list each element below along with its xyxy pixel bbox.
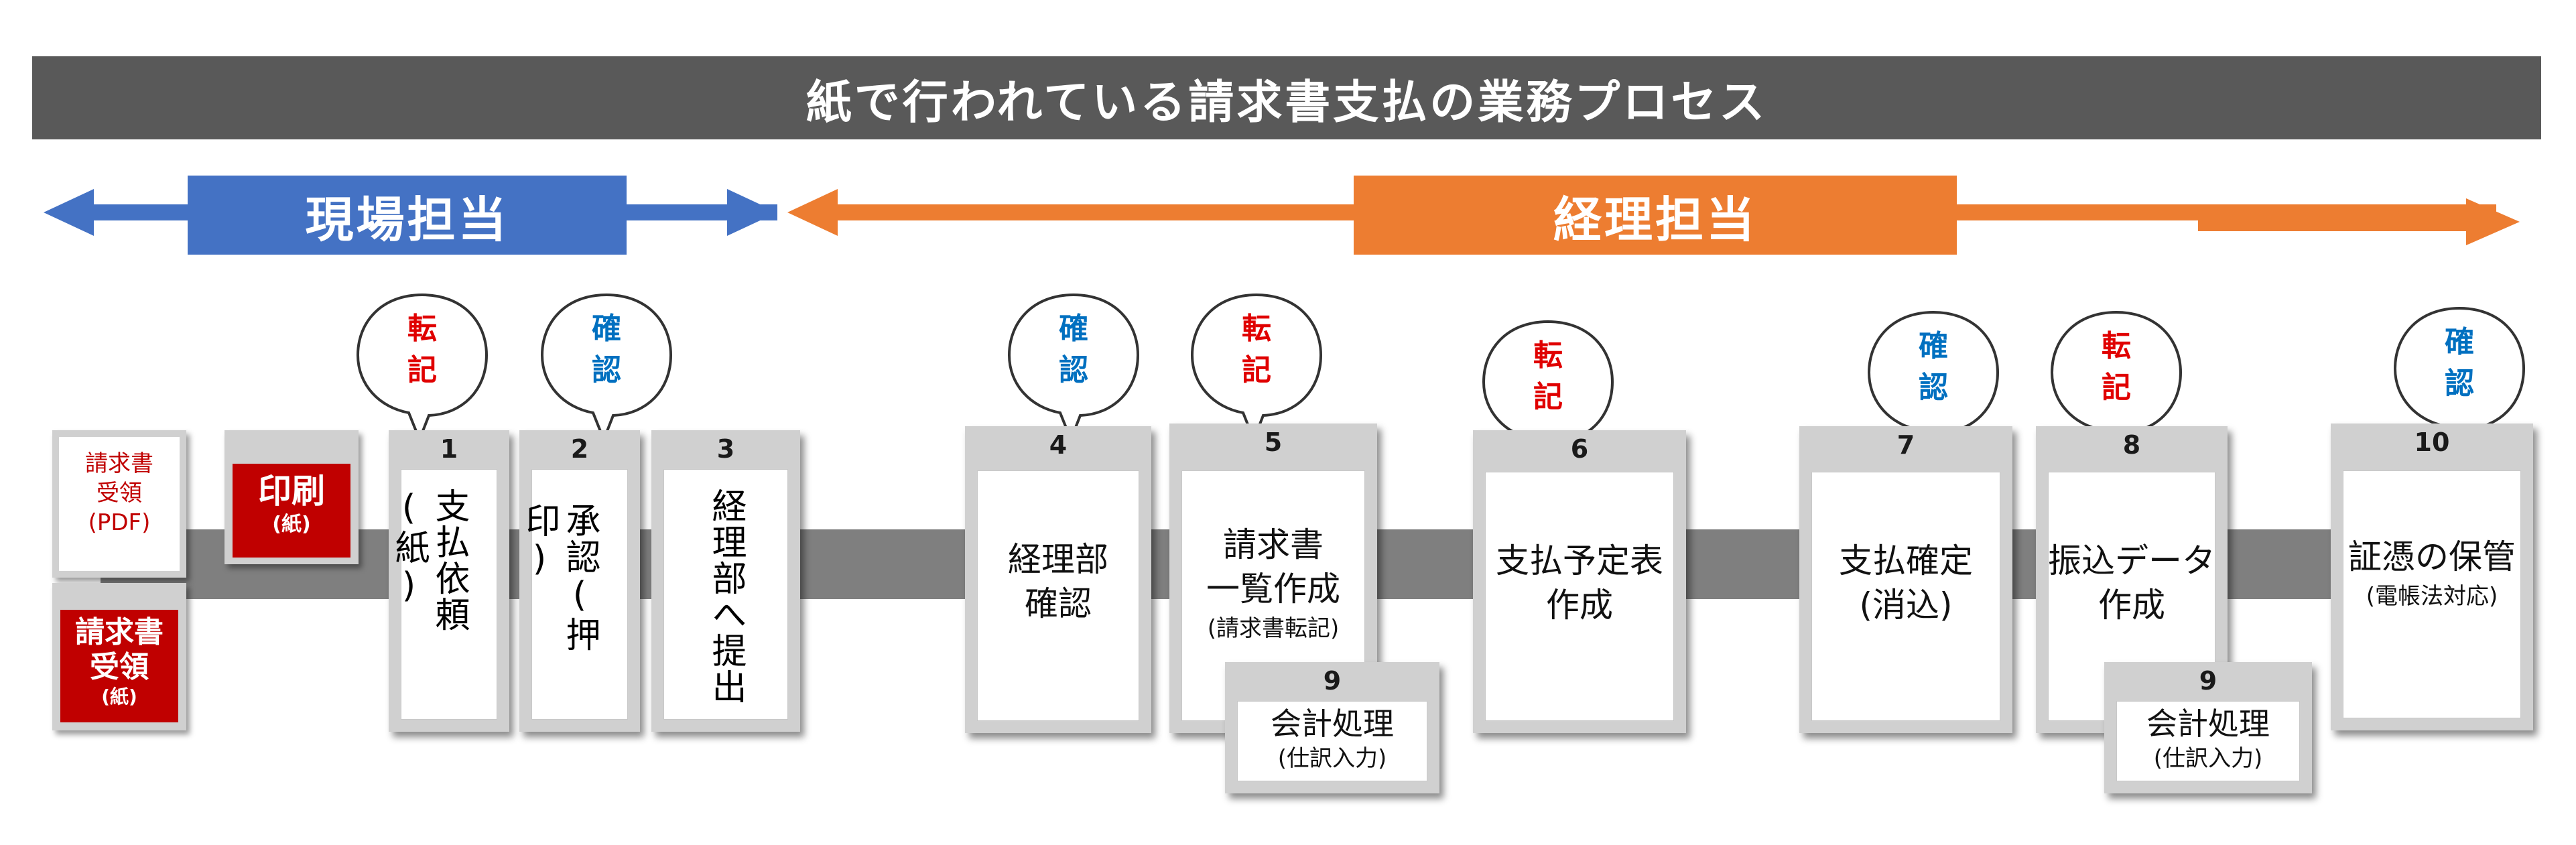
step-4-line1: 経理部: [1008, 540, 1108, 579]
step-6-number: 6: [1570, 434, 1589, 464]
step-7-line1: 支払確定: [1839, 541, 1973, 580]
accounting-arrow-right-head: [2466, 198, 2520, 245]
bubble-char: 認: [2445, 367, 2474, 401]
step-9b-line1: 会計処理: [2146, 706, 2270, 742]
step-3-text: 経理部へ提出: [706, 488, 746, 705]
bubble-char: 認: [1919, 371, 1948, 405]
step-10-sub: (電帳法対応): [2366, 583, 2498, 610]
step-6-line2: 作成: [1546, 586, 1613, 625]
step-9b-card: 9 会計処理 (仕訳入力): [2104, 662, 2312, 793]
step-9a-number: 9: [1323, 666, 1342, 696]
step-8-number: 8: [2122, 430, 2141, 460]
bubble-transcribe-step1: 転記: [355, 289, 489, 444]
step-9a-line1: 会計処理: [1271, 706, 1394, 742]
bubble-char: 確: [2445, 325, 2474, 359]
bubble-char: 記: [2102, 371, 2131, 405]
print-sub: (紙): [272, 513, 311, 536]
step-10-line1: 証憑の保管: [2348, 537, 2516, 576]
step-9a-card: 9 会計処理 (仕訳入力): [1225, 662, 1439, 793]
invoice-pdf-line2: 受領: [96, 480, 142, 507]
step-5-line2: 一覧作成: [1206, 570, 1340, 608]
bubble-char: 認: [1059, 353, 1088, 387]
bubble-confirm-step4: 確認: [1007, 289, 1141, 444]
print-label-box: 印刷 (紙): [233, 464, 350, 558]
invoice-pdf-doc: 請求書 受領 (PDF): [52, 430, 186, 578]
bubble-char: 記: [1242, 353, 1271, 387]
print-doc: 印刷 (紙): [224, 430, 359, 564]
field-arrow-left-head: [44, 189, 94, 236]
print-main: 印刷: [258, 472, 325, 511]
bubble-char: 記: [407, 353, 437, 387]
step-9b-number: 9: [2199, 666, 2217, 696]
invoice-paper-line2: 受領: [90, 650, 149, 684]
bubble-char: 転: [407, 312, 437, 346]
step-2-card: 2 承認(押印): [519, 430, 640, 732]
bubble-char: 確: [1059, 312, 1088, 346]
bubble-char: 確: [592, 312, 621, 346]
bubble-confirm-step7: 確認: [1866, 307, 2000, 461]
step-4-line2: 確認: [1025, 584, 1092, 623]
step-3-number: 3: [716, 434, 735, 464]
role-field-label: 現場担当: [188, 176, 627, 255]
invoice-paper-box: 請求書 受領 (紙): [60, 610, 178, 722]
bubble-confirm-step10: 確認: [2392, 303, 2526, 457]
step-5-sub: (請求書転記): [1207, 615, 1340, 642]
step-9b-sub: (仕訳入力): [2153, 745, 2263, 772]
step-10-card: 10 証憑の保管 (電帳法対応): [2331, 424, 2533, 730]
bubble-confirm-step2: 確認: [539, 289, 673, 444]
step-1-text: 支払依頼(紙): [389, 488, 469, 633]
bubble-char: 転: [1242, 312, 1271, 346]
step-6-line1: 支払予定表: [1496, 541, 1663, 580]
role-accounting-label: 経理担当: [1354, 176, 1957, 255]
step-9a-sub: (仕訳入力): [1277, 745, 1387, 772]
step-2-number: 2: [570, 434, 589, 464]
step-1-card: 1 支払依頼(紙): [389, 430, 509, 732]
bubble-transcribe-step8: 転記: [2049, 307, 2183, 461]
invoice-pdf-line3: (PDF): [88, 509, 151, 536]
page-title: 紙で行われている請求書支払の業務プロセス: [32, 56, 2541, 139]
invoice-paper-doc: 請求書 受領 (紙): [52, 583, 186, 730]
step-5-line1: 請求書: [1223, 525, 1324, 564]
field-arrow-right-head: [727, 189, 777, 236]
bubble-char: 記: [1533, 380, 1563, 414]
step-4-card: 4 経理部 確認: [965, 426, 1151, 733]
step-4-number: 4: [1049, 430, 1068, 460]
bubble-char: 確: [1919, 329, 1948, 363]
bubble-transcribe-step5: 転記: [1189, 289, 1324, 444]
invoice-pdf-line1: 請求書: [85, 450, 153, 477]
step-8-line2: 作成: [2098, 586, 2165, 625]
bubble-char: 転: [1533, 338, 1563, 373]
step-10-number: 10: [2414, 428, 2450, 457]
bubble-char: 認: [592, 353, 621, 387]
step-6-card: 6 支払予定表 作成: [1473, 430, 1686, 733]
bubble-char: 転: [2102, 329, 2131, 363]
step-5-number: 5: [1264, 428, 1283, 457]
step-3-card: 3 経理部へ提出: [651, 430, 800, 732]
step-2-text: 承認(押印): [519, 503, 600, 653]
invoice-paper-line1: 請求書: [75, 615, 164, 649]
step-7-number: 7: [1896, 430, 1915, 460]
invoice-paper-sub: (紙): [101, 686, 137, 708]
step-1-number: 1: [440, 434, 458, 464]
step-8-line1: 振込データ: [2048, 541, 2215, 580]
step-7-line2: (消込): [1859, 586, 1953, 625]
step-7-card: 7 支払確定 (消込): [1799, 426, 2012, 733]
accounting-arrow-left-head: [787, 189, 838, 236]
